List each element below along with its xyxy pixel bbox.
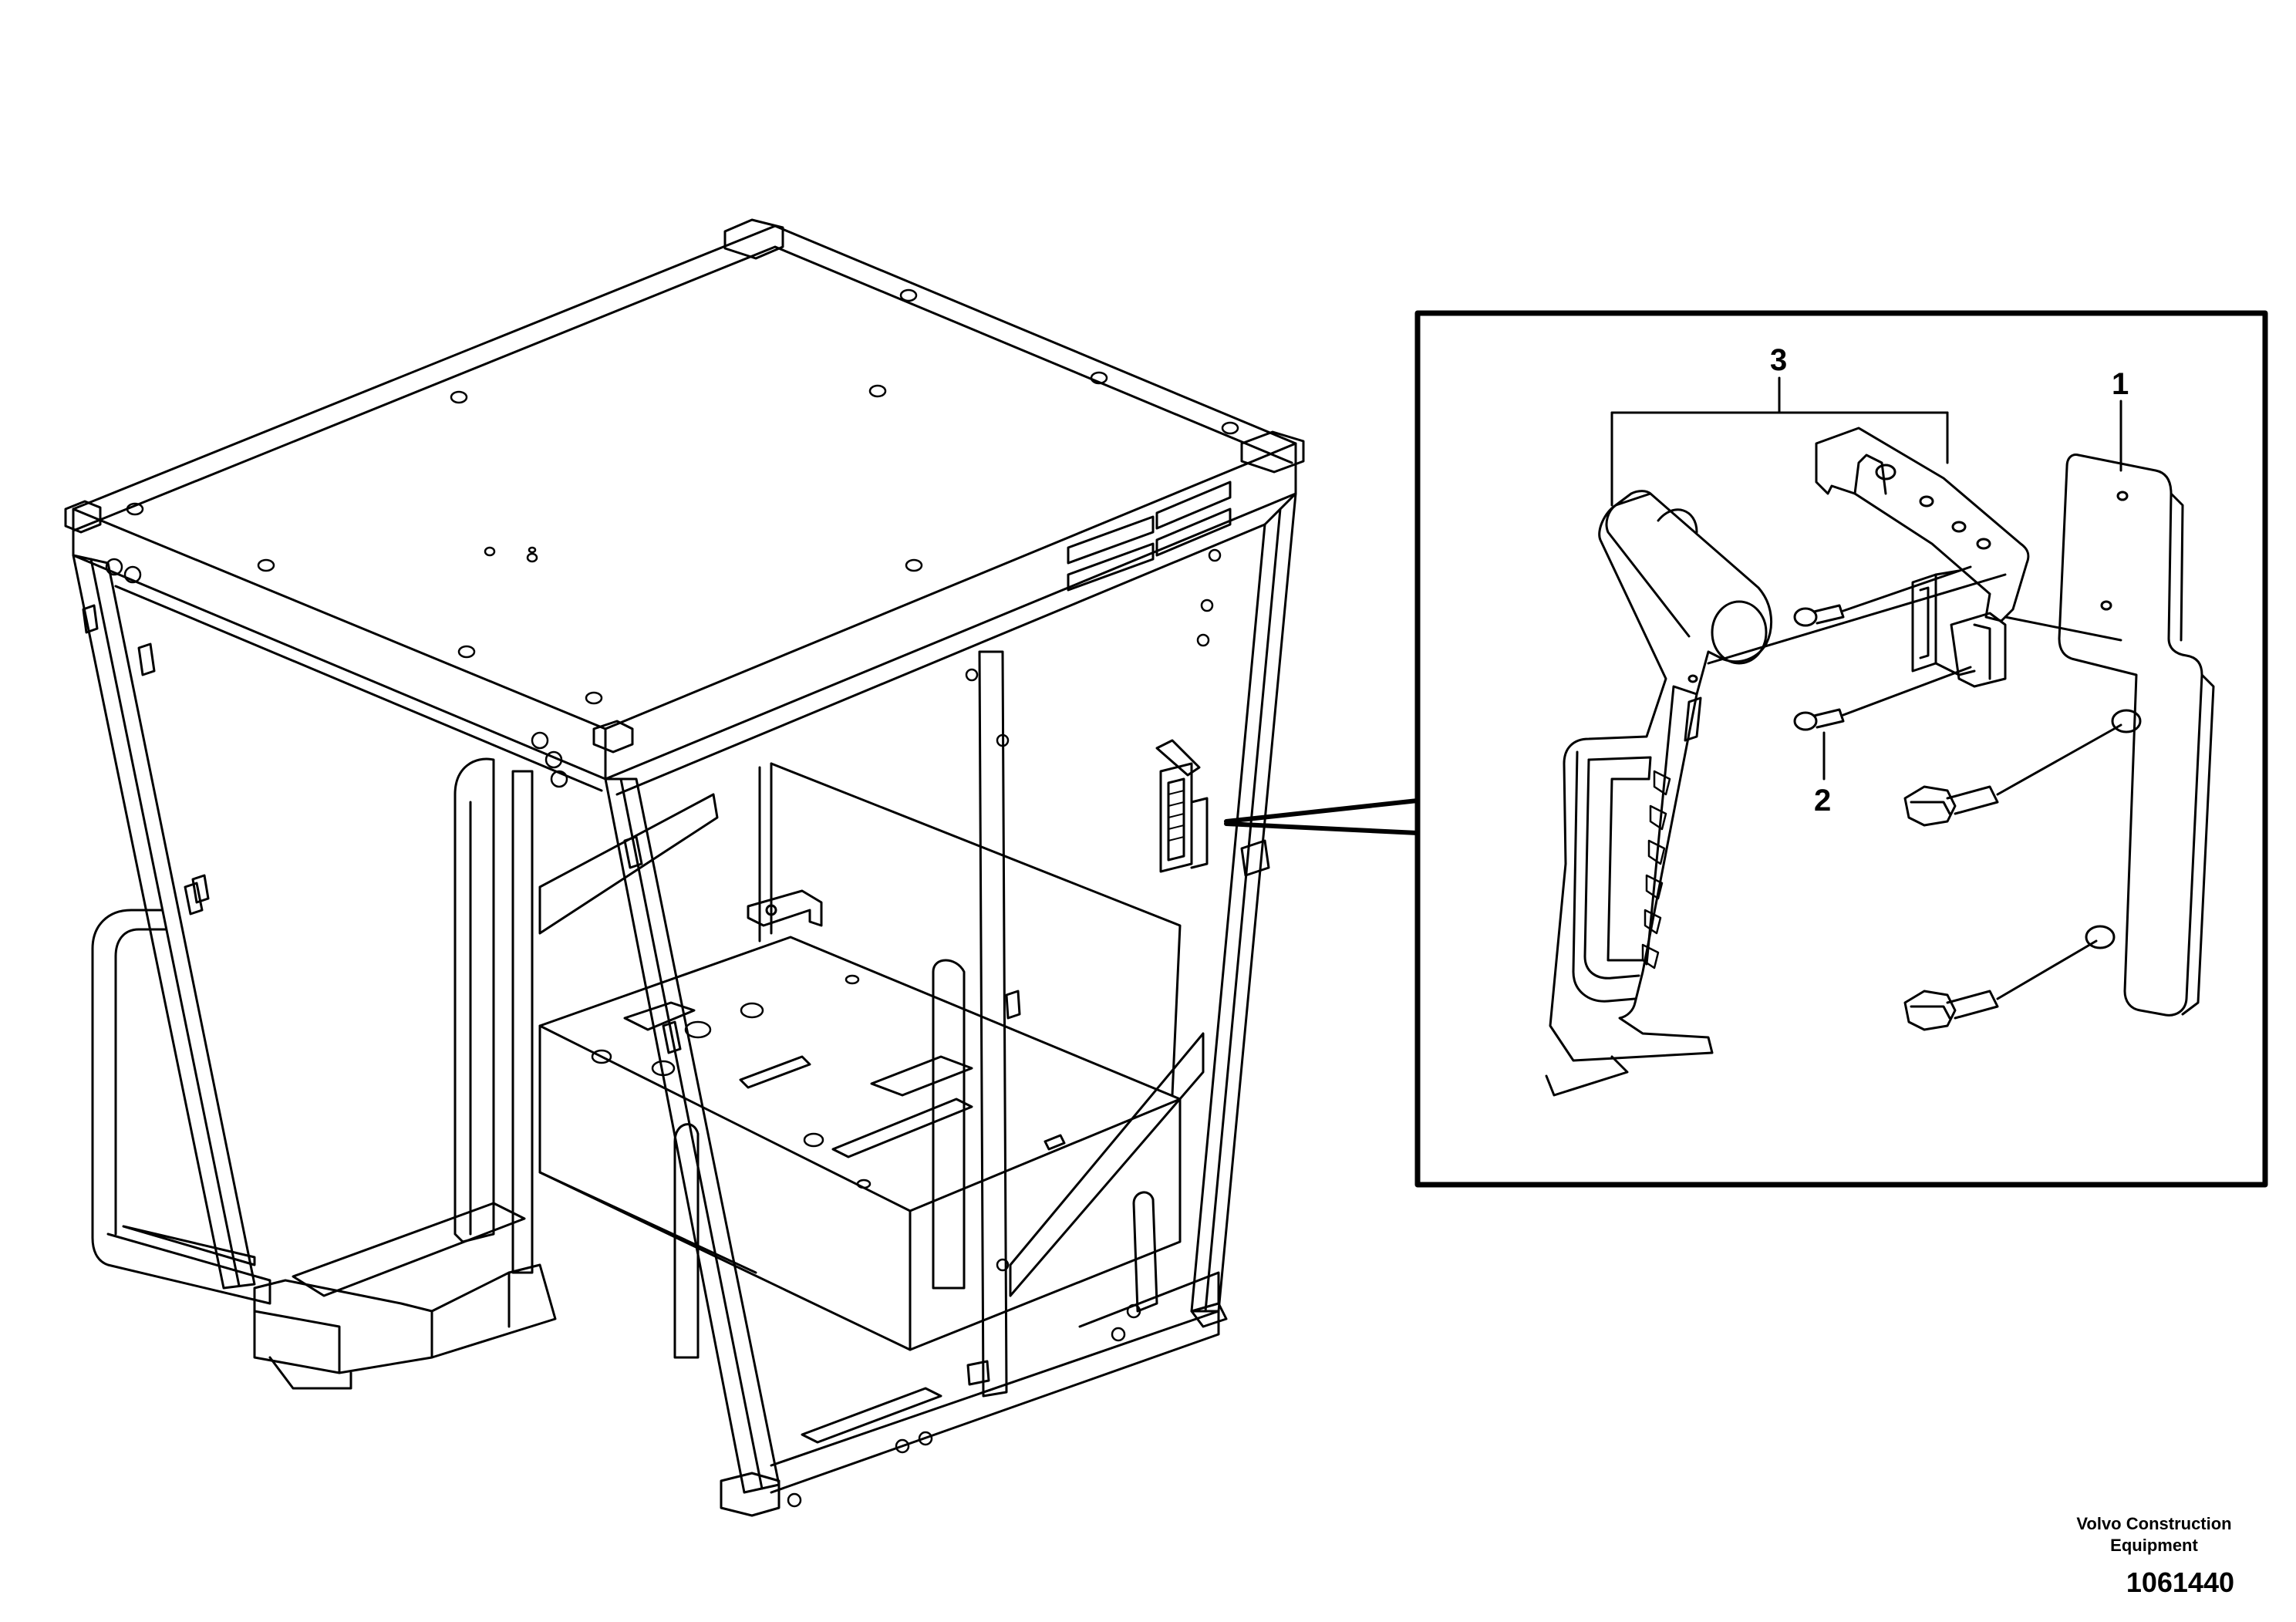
hex-bolt xyxy=(1903,939,2098,1031)
mounting-plate xyxy=(2058,454,2203,1017)
hex-bolt xyxy=(1903,723,2122,827)
cab-frame xyxy=(64,218,1305,1517)
screw xyxy=(1793,565,1972,627)
striker-bracket xyxy=(1815,427,2030,622)
latch-assembly xyxy=(1545,376,2215,1097)
document-number: 1061440 xyxy=(2126,1566,2234,1598)
callout-item-2: 2 xyxy=(1814,784,1832,818)
brand-line-1: Volvo Construction xyxy=(2076,1514,2232,1533)
callout-item-3: 3 xyxy=(1770,343,1788,377)
brand-label: Volvo Construction Equipment xyxy=(2062,1513,2247,1556)
callout-item-1: 1 xyxy=(2112,367,2129,401)
latch-handle xyxy=(1549,490,1773,1062)
detail-frame xyxy=(1414,310,2268,1188)
detail-leader xyxy=(1224,798,1420,835)
brand-line-2: Equipment xyxy=(2110,1535,2198,1555)
screw xyxy=(1793,666,1972,731)
